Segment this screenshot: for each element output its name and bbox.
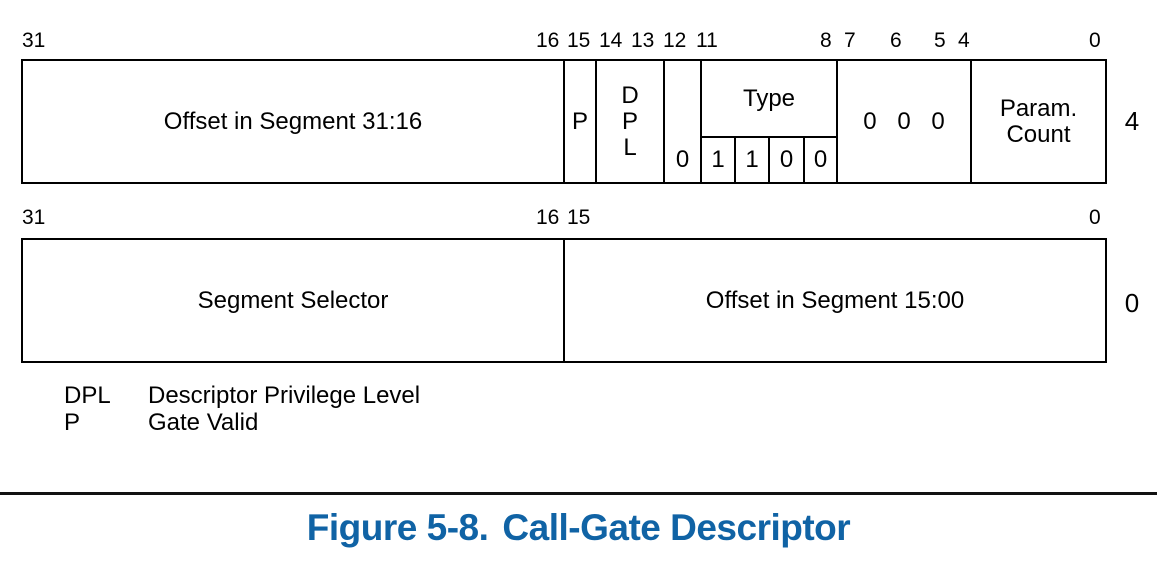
legend: DPL Descriptor Privilege Level P Gate Va…: [64, 382, 420, 436]
legend-row-dpl: DPL Descriptor Privilege Level: [64, 382, 420, 409]
bit-label-16-low: 16: [536, 206, 560, 229]
type-underline: [700, 136, 838, 138]
field-p: P: [571, 107, 588, 135]
legend-row-p: P Gate Valid: [64, 409, 420, 436]
field-segment-selector: Segment Selector: [197, 286, 389, 314]
byte-offset-0: 0: [1124, 288, 1140, 318]
field-type-label: Type: [742, 84, 796, 112]
figure-caption-label: Figure 5-8.: [306, 507, 489, 548]
bit-label-5-high: 5: [934, 29, 946, 52]
legend-definition-p: Gate Valid: [148, 409, 259, 436]
bit-label-7-high: 7: [844, 29, 856, 52]
divider-bit13-12: [663, 61, 665, 182]
type-bit-11: 1: [711, 146, 725, 173]
figure-caption-title: Call-Gate Descriptor: [502, 507, 851, 548]
field-offset-in-segment-15-00: Offset in Segment 15:00: [705, 286, 965, 314]
type-bit-10: 1: [745, 146, 759, 173]
bit-label-31-low: 31: [22, 206, 46, 229]
field-dpl: D P L: [621, 81, 639, 161]
field-offset-in-segment-31-16: Offset in Segment 31:16: [163, 107, 423, 135]
type-bit-divider-3: [803, 138, 805, 182]
divider-bit8-7: [836, 61, 838, 182]
bit-label-13-high: 13: [631, 29, 655, 52]
divider-selector-offset: [563, 240, 565, 361]
legend-term-p: P: [64, 409, 81, 436]
figure-caption: Figure 5-8. Call-Gate Descriptor: [0, 506, 1157, 550]
legend-definition-dpl: Descriptor Privilege Level: [148, 382, 421, 409]
bit-label-0-low: 0: [1089, 206, 1101, 229]
type-bit-8: 0: [813, 146, 828, 173]
bit-label-0-high: 0: [1089, 29, 1101, 52]
field-param-count: Param. Count: [999, 94, 1078, 148]
type-bit-divider-1: [734, 138, 736, 182]
dword-low-box: Segment Selector Offset in Segment 15:00: [21, 238, 1107, 363]
bit-label-6-high: 6: [890, 29, 902, 52]
type-bit-9: 0: [779, 146, 794, 173]
legend-term-dpl: DPL: [64, 382, 111, 409]
divider-bit5-4: [970, 61, 972, 182]
divider-bit15-14: [595, 61, 597, 182]
divider-bit12-11: [700, 61, 702, 182]
field-bit12-zero: 0: [675, 146, 690, 173]
bit-label-11-high: 11: [696, 29, 718, 52]
dword-high-box: Offset in Segment 31:16 P D P L 0 Type 1…: [21, 59, 1107, 184]
bit-label-8-high: 8: [820, 29, 832, 52]
divider-bit16-15: [563, 61, 565, 182]
field-zeros-7-5: 0 0 0: [863, 107, 945, 135]
byte-offset-4: 4: [1124, 106, 1140, 136]
separator-rule: [0, 492, 1157, 495]
bit-label-14-high: 14: [599, 29, 623, 52]
bit-label-31-high: 31: [22, 29, 46, 52]
type-bit-divider-2: [768, 138, 770, 182]
bit-label-16-high: 16: [536, 29, 560, 52]
bit-label-15-high: 15: [567, 29, 591, 52]
bit-label-4-high: 4: [958, 29, 970, 52]
bit-label-15-low: 15: [567, 206, 591, 229]
bit-label-12-high: 12: [663, 29, 687, 52]
